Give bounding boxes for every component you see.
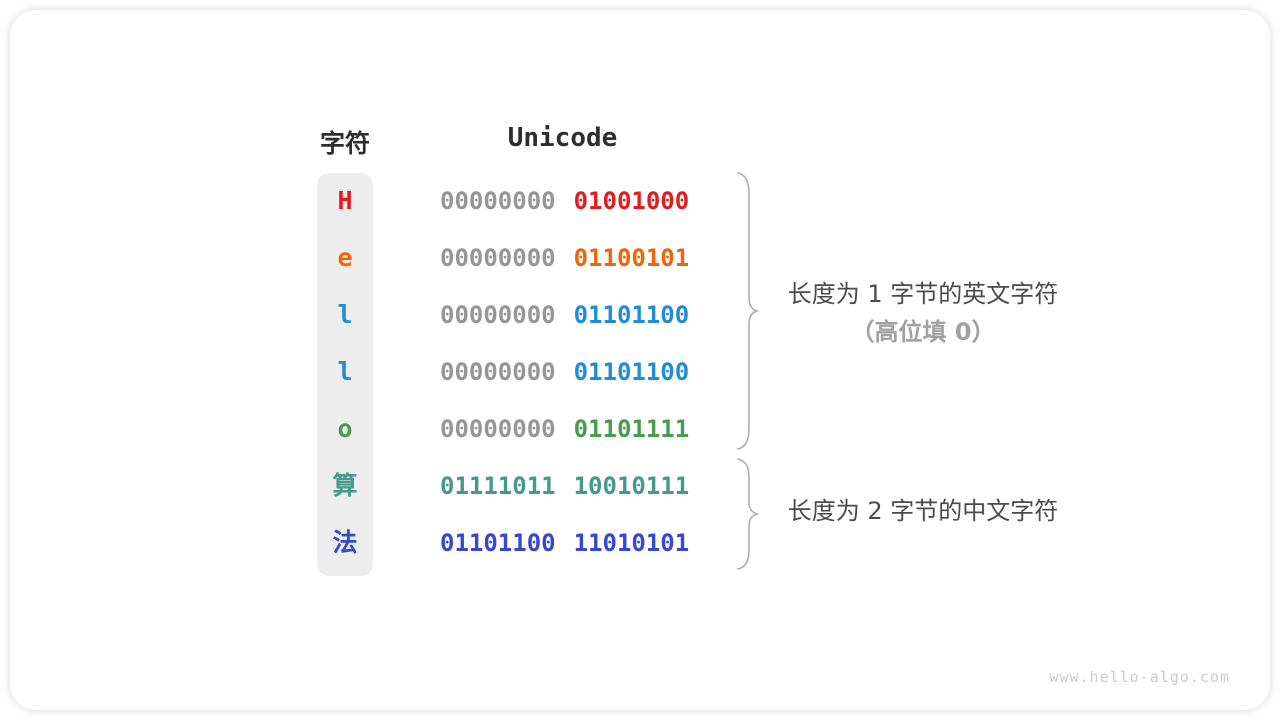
byte-low: 01101100: [573, 301, 690, 329]
byte-high: 00000000: [440, 244, 556, 272]
byte-low: 01100101: [573, 244, 690, 272]
table-row: o 00000000 01101111: [10, 412, 1280, 446]
unicode-bytes: 00000000 01101100: [440, 298, 689, 332]
unicode-bytes: 00000000 01001000: [440, 184, 689, 218]
char-cell: e: [337, 243, 353, 272]
annotation-line: 长度为 2 字节的中文字符: [787, 497, 1059, 525]
char-cell: o: [337, 414, 353, 443]
annotation-line: 长度为 1 字节的英文字符: [787, 280, 1059, 308]
byte-low: 01001000: [573, 187, 690, 215]
char-cell: l: [337, 300, 353, 329]
byte-high: 00000000: [440, 358, 556, 386]
unicode-bytes: 00000000 01100101: [440, 241, 689, 275]
byte-high: 01101100: [440, 529, 556, 557]
table-row: e 00000000 01100101: [10, 241, 1280, 275]
char-column-band: [317, 173, 373, 576]
unicode-bytes: 00000000 01101100: [440, 355, 689, 389]
table-row: l 00000000 01101100: [10, 355, 1280, 389]
unicode-bytes: 01101100 11010101: [440, 526, 689, 560]
column-header-char: 字符: [319, 129, 370, 158]
byte-low: 11010101: [573, 529, 690, 557]
watermark-url: www.hello-algo.com: [1049, 668, 1230, 686]
char-cell: 算: [332, 471, 358, 500]
byte-high: 00000000: [440, 301, 556, 329]
table-row: 算 01111011 10010111: [10, 469, 1280, 503]
char-cell: H: [337, 186, 353, 215]
annotation-subline: （高位填 0）: [850, 318, 996, 346]
unicode-bytes: 01111011 10010111: [440, 469, 689, 503]
byte-high: 00000000: [440, 415, 556, 443]
unicode-bytes: 00000000 01101111: [440, 412, 689, 446]
annotation-english-chars: 长度为 1 字节的英文字符 （高位填 0）: [768, 275, 1078, 351]
char-cell: l: [337, 357, 353, 386]
byte-low: 01101100: [573, 358, 690, 386]
group-brace-english: [737, 172, 760, 450]
diagram-card: 字符 Unicode H 00000000 01001000 e 0000000…: [10, 10, 1270, 710]
column-header-unicode: Unicode: [507, 123, 618, 153]
table-row: 法 01101100 11010101: [10, 526, 1280, 560]
byte-high: 01111011: [440, 472, 556, 500]
byte-low: 10010111: [573, 472, 690, 500]
annotation-chinese-chars: 长度为 2 字节的中文字符: [768, 492, 1078, 530]
table-row: l 00000000 01101100: [10, 298, 1280, 332]
byte-high: 00000000: [440, 187, 556, 215]
table-row: H 00000000 01001000: [10, 184, 1280, 218]
group-brace-chinese: [737, 458, 760, 570]
byte-low: 01101111: [573, 415, 690, 443]
char-cell: 法: [332, 528, 358, 557]
